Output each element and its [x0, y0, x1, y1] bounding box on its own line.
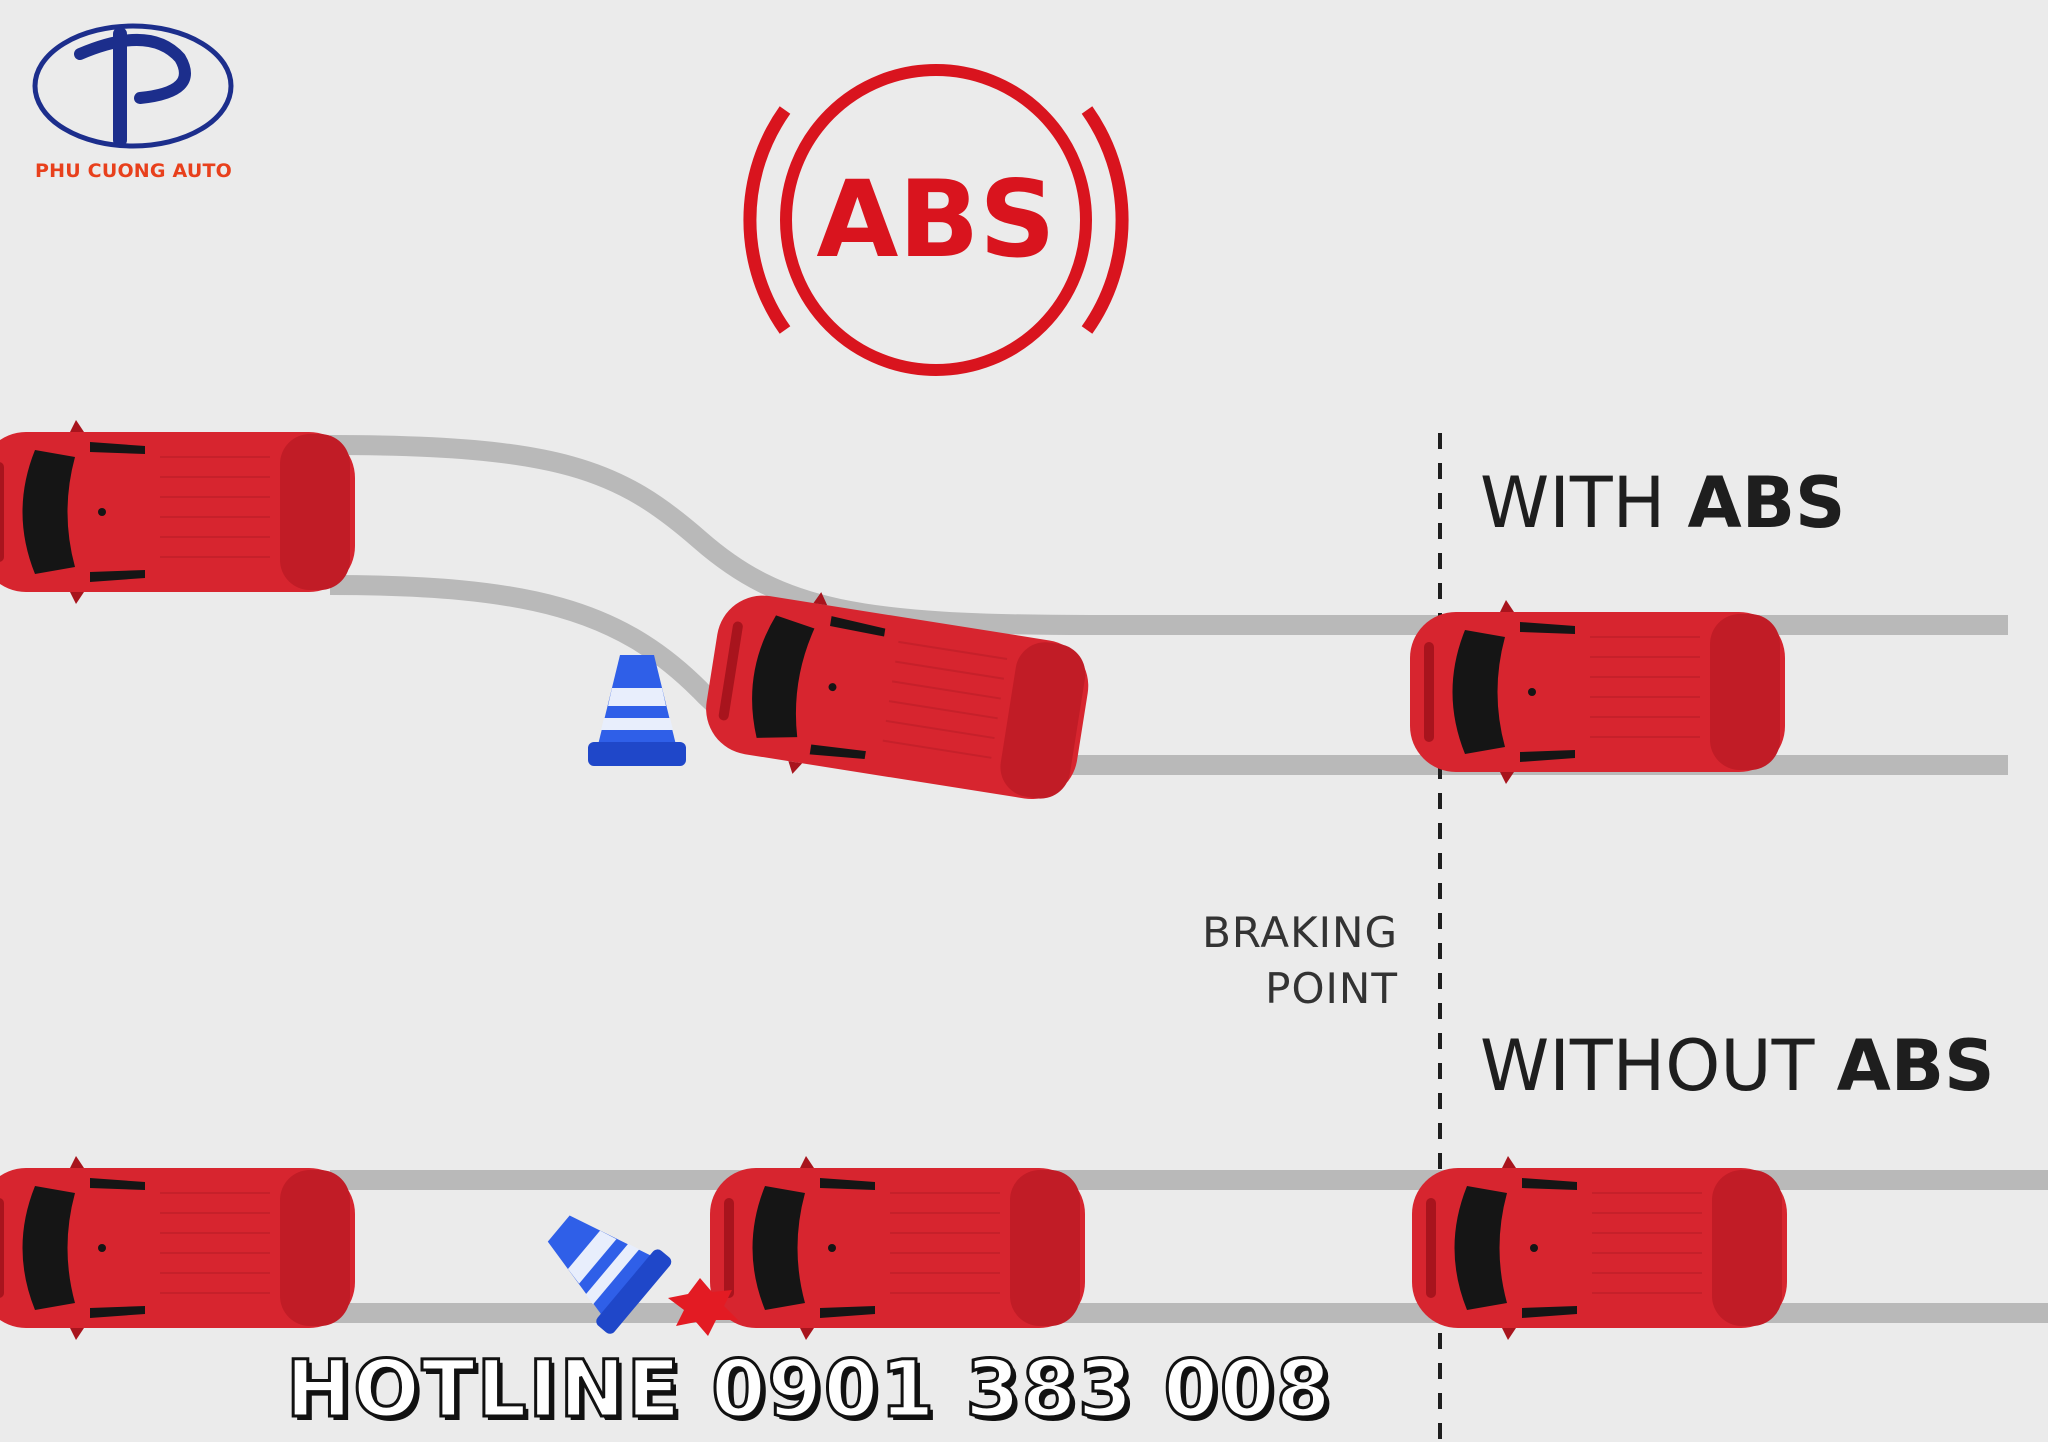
crash-burst-icon: [668, 1278, 738, 1336]
car-without-abs-1: [0, 1155, 356, 1341]
knocked-cone-icon: [547, 1215, 672, 1334]
with-abs-strong: ABS: [1687, 462, 1846, 544]
braking-point-label: BRAKING POINT: [1202, 905, 1398, 1017]
without-abs-label: WITHOUT ABS: [1480, 1025, 1995, 1107]
with-abs-label: WITH ABS: [1480, 462, 1845, 544]
braking-point-line2: POINT: [1265, 964, 1398, 1013]
brand-logo-icon: [32, 23, 234, 149]
brand-name: PHU CUONG AUTO: [35, 160, 232, 182]
traffic-cone-icon: [588, 655, 686, 766]
car-with-abs-1: [0, 419, 356, 605]
without-abs-strong: ABS: [1836, 1025, 1995, 1107]
braking-point-line1: BRAKING: [1202, 908, 1398, 957]
car-without-abs-3: [1411, 1155, 1788, 1341]
with-abs-prefix: WITH: [1480, 462, 1688, 544]
car-with-abs-3: [1409, 599, 1786, 785]
abs-warning-icon: ABS: [743, 64, 1129, 376]
abs-icon-label: ABS: [816, 158, 1055, 281]
car-without-abs-2: [709, 1155, 1086, 1341]
brand-logo: PHU CUONG AUTO: [0, 0, 267, 234]
hotline-text: HOTLINE 0901 383 008: [284, 1344, 1333, 1437]
without-abs-prefix: WITHOUT: [1480, 1025, 1837, 1107]
